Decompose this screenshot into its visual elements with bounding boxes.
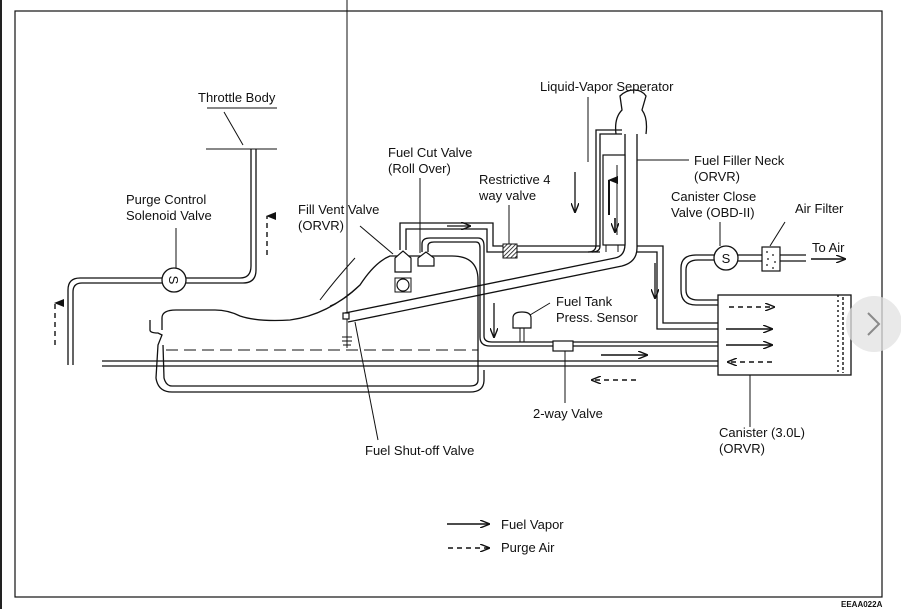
- label-canister-1: Canister (3.0L): [719, 425, 805, 440]
- fuel-cut-valve: [417, 251, 435, 267]
- fuel-tank: [149, 0, 485, 393]
- legend: Fuel Vapor Purge Air: [447, 517, 564, 555]
- label-canister-close-2: Valve (OBD-II): [671, 205, 755, 220]
- label-shutoff-valve: Fuel Shut-off Valve: [365, 443, 474, 458]
- vent-lines: [399, 223, 600, 330]
- label-throttle-body: Throttle Body: [198, 90, 276, 105]
- air-filter: [761, 221, 806, 272]
- svg-text:S: S: [166, 276, 181, 285]
- svg-text:S: S: [722, 251, 731, 266]
- label-canister-close-1: Canister Close: [671, 189, 756, 204]
- label-purge-valve-2: Solenoid Valve: [126, 208, 212, 223]
- chevron-right-icon: [867, 312, 881, 336]
- fuel-tank-pressure-sensor: [512, 302, 551, 342]
- legend-purge-air-label: Purge Air: [501, 540, 555, 555]
- fill-vent-leader: [359, 225, 394, 255]
- label-canister-2: (ORVR): [719, 441, 765, 456]
- label-fuel-cut-1: Fuel Cut Valve: [388, 145, 472, 160]
- shut-off-leader: [354, 321, 379, 441]
- label-to-air: To Air: [812, 240, 845, 255]
- fuel-level-symbol: [342, 0, 352, 348]
- fuel-filler-neck: [342, 89, 648, 323]
- label-fill-vent-2: (ORVR): [298, 218, 344, 233]
- label-air-filter: Air Filter: [795, 201, 844, 216]
- label-restrictive-1: Restrictive 4: [479, 172, 551, 187]
- canister-close-valve: S: [680, 222, 762, 306]
- purge-line: [67, 149, 257, 365]
- next-image-button[interactable]: [846, 296, 901, 352]
- label-filler-neck-2: (ORVR): [694, 169, 740, 184]
- canister: [717, 294, 852, 427]
- liquid-vapor-separator: [587, 129, 626, 253]
- purge-control-solenoid-valve: S: [161, 228, 187, 293]
- fuel-shut-off-valve: [342, 312, 350, 320]
- two-way-valve: [552, 340, 574, 403]
- label-fuel-cut-2: (Roll Over): [388, 161, 451, 176]
- page-edge-rule: [0, 0, 2, 609]
- throttle-body: [206, 107, 277, 150]
- label-restrictive-2: way valve: [478, 188, 536, 203]
- figure-code: EEAA022A: [841, 600, 883, 609]
- label-pressure-sensor-1: Fuel Tank: [556, 294, 613, 309]
- restrictive-4-way-valve: [502, 243, 518, 259]
- label-pressure-sensor-2: Press. Sensor: [556, 310, 638, 325]
- label-purge-valve-1: Purge Control: [126, 192, 206, 207]
- label-filler-neck-1: Fuel Filler Neck: [694, 153, 785, 168]
- legend-fuel-vapor-label: Fuel Vapor: [501, 517, 564, 532]
- label-separator: Liquid-Vapor Seperator: [540, 79, 674, 94]
- tank-vent-line: [479, 330, 718, 347]
- fill-vent-valve: [394, 250, 412, 293]
- label-fill-vent-1: Fill Vent Valve: [298, 202, 379, 217]
- separator-to-canister-lines: [637, 245, 718, 330]
- label-two-way-valve: 2-way Valve: [533, 406, 603, 421]
- tank-crossing-lines: [102, 360, 718, 367]
